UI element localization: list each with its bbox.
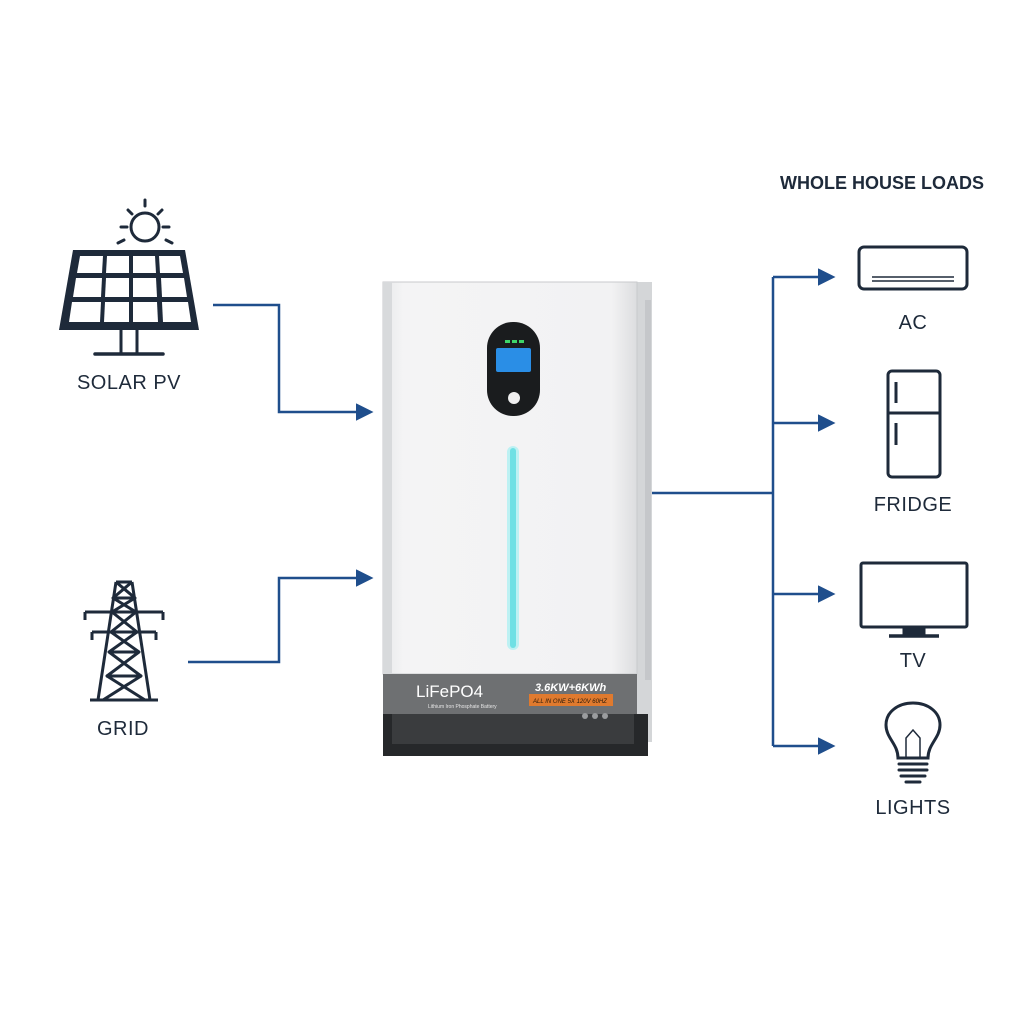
status-led-3 xyxy=(519,340,524,343)
battery-spec-label: 3.6KW+6KWh xyxy=(535,682,606,694)
ac-label: AC xyxy=(898,312,928,334)
whole-house-loads-title: WHOLE HOUSE LOADS xyxy=(780,173,985,193)
fridge-label: FRIDGE xyxy=(873,494,953,516)
spec-badge-bg xyxy=(529,694,613,706)
battery-spec-detail: ALL IN ONE 5X 120V 60HZ xyxy=(532,699,607,705)
tv-label: TV xyxy=(899,650,927,672)
lcd-screen xyxy=(496,348,531,372)
battery-sub-label: Lithium Iron Phosphate Battery xyxy=(428,704,497,710)
power-button[interactable] xyxy=(508,392,520,404)
solar-panel-icon xyxy=(59,198,199,356)
battery-side-strip xyxy=(645,300,651,680)
battery-brand-label: LiFePO4 xyxy=(416,682,483,701)
tv-icon xyxy=(859,561,969,638)
grid-to-battery-line xyxy=(188,569,374,664)
solar-to-battery-line xyxy=(213,303,374,421)
transmission-tower-icon xyxy=(83,580,165,702)
battery-left-edge xyxy=(383,282,392,674)
connector-lines xyxy=(188,268,836,755)
grid-label: GRID xyxy=(97,718,149,740)
status-led-1 xyxy=(505,340,510,343)
status-led-2 xyxy=(512,340,517,343)
light-bulb-icon xyxy=(884,701,942,784)
port-icon-1 xyxy=(582,713,588,719)
light-bar xyxy=(510,448,516,648)
port-icon-2 xyxy=(592,713,598,719)
air-conditioner-icon xyxy=(857,245,969,291)
lights-label: LIGHTS xyxy=(875,797,951,819)
fridge-icon xyxy=(886,369,942,479)
battery-unit: LiFePO4 Lithium Iron Phosphate Battery 3… xyxy=(382,281,652,756)
battery-feet-highlight xyxy=(392,714,634,744)
solar-pv-label: SOLAR PV xyxy=(76,372,182,394)
port-icon-3 xyxy=(602,713,608,719)
